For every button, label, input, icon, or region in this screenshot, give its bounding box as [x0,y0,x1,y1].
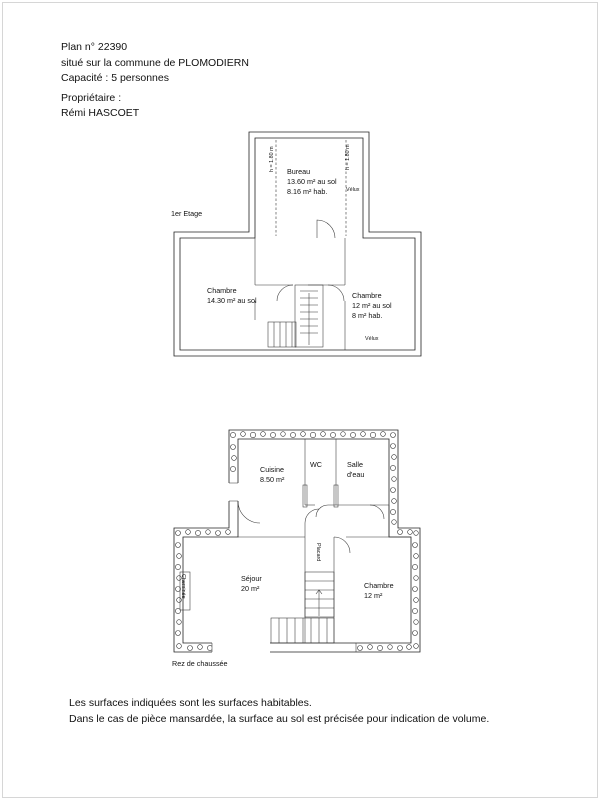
salle-deau-line1: Salle [347,460,363,469]
chambre-left-floor-area: 14.30 m² au sol [207,296,257,305]
location: situé sur la commune de PLOMODIERN [61,57,249,69]
plan-number: Plan n° 22390 [61,41,128,53]
chambre-ground-name: Chambre [364,581,394,590]
chambre-ground-area: 12 m² [364,591,383,600]
ground-staircase [270,571,335,644]
footer-note-1: Les surfaces indiquées sont les surfaces… [69,697,312,709]
ground-floor-label: Rez de chaussée [172,659,228,668]
sejour-area: 20 m² [241,584,260,593]
height-mark-right: h = 1.80 m [345,144,351,170]
chambre-left-name: Chambre [207,286,237,295]
salle-deau-line2: d'eau [347,470,364,479]
velux-bureau: Vélux [346,187,360,193]
sejour-name: Séjour [241,574,262,583]
upper-floor-label: 1er Etage [171,209,202,218]
stone-wall-pattern [175,431,419,651]
capacity: Capacité : 5 personnes [61,72,169,84]
bureau-name: Bureau [287,167,310,176]
placard-label: Placard [315,543,321,561]
upper-floor-plan: 1er Etage Bureau 13.60 m² au sol 8.16 m²… [171,131,422,357]
bureau-hab-area: 8.16 m² hab. [287,187,327,196]
upper-staircase [267,284,324,348]
height-mark-left: h = 1.80 m [269,146,275,172]
fireplace [179,571,191,611]
wc-label: WC [310,460,322,469]
cheminee-label: Cheminée [180,574,186,599]
bureau-floor-area: 13.60 m² au sol [287,177,337,186]
chambre-right-name: Chambre [352,291,382,300]
chambre-right-hab-area: 8 m² hab. [352,311,382,320]
footer-note-2: Dans le cas de pièce mansardée, la surfa… [69,713,490,725]
cuisine-name: Cuisine [260,465,284,474]
owner-label: Propriétaire : [61,92,122,104]
owner-name: Rémi HASCOET [61,107,140,119]
ground-floor-plan: Cuisine 8.50 m² WC Salle d'eau Placard S… [172,429,421,668]
chambre-right-floor-area: 12 m² au sol [352,301,392,310]
velux-chambre: Vélux [365,336,379,342]
cuisine-area: 8.50 m² [260,475,285,484]
